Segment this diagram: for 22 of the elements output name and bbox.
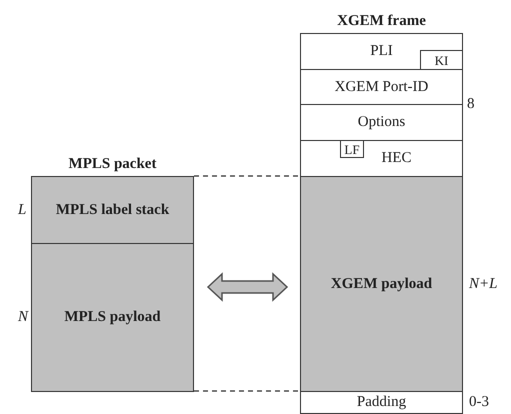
field-name: XGEM Port-ID xyxy=(334,80,428,94)
dashed-line xyxy=(194,390,300,392)
flag-field xyxy=(420,50,463,70)
size-label: 0-3 xyxy=(469,395,489,410)
size-label: 8 xyxy=(467,97,474,112)
field-name: Padding xyxy=(356,395,406,410)
field-name: Options xyxy=(358,115,406,130)
field-name: MPLS label stack xyxy=(56,202,170,218)
frame-title: XGEM frame xyxy=(336,12,427,31)
size-label: L xyxy=(18,202,26,218)
field-name: XGEM payload xyxy=(330,276,432,292)
field-name: HEC xyxy=(380,151,412,166)
field-name: LF xyxy=(344,142,360,156)
frame-title: MPLS packet xyxy=(68,155,158,174)
field-name: KI xyxy=(434,54,448,66)
field-name: PLI xyxy=(370,44,393,59)
double-arrow xyxy=(206,272,288,302)
size-label: N xyxy=(18,310,28,325)
size-label: N+L xyxy=(469,276,498,292)
flag-field xyxy=(340,140,364,158)
field-name: MPLS payload xyxy=(64,310,161,325)
dashed-line xyxy=(194,175,300,177)
